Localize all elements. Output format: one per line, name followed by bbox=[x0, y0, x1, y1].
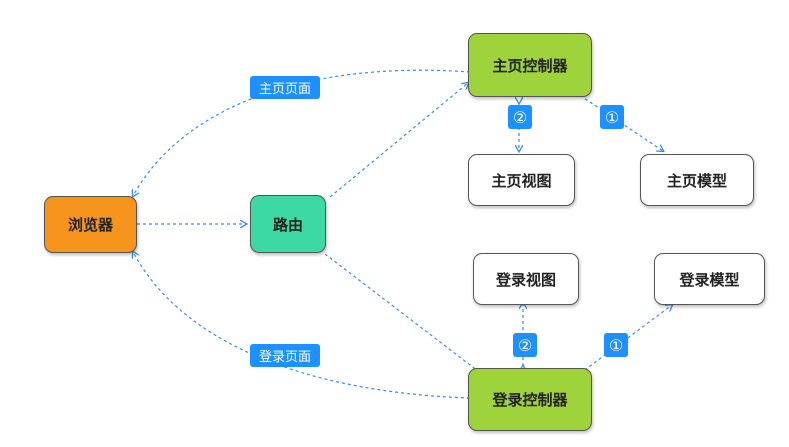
home-model-node: 主页模型 bbox=[640, 154, 754, 206]
login-view-node: 登录视图 bbox=[473, 253, 579, 305]
home-step-2-badge: ② bbox=[508, 105, 532, 129]
home-controller-node: 主页控制器 bbox=[468, 33, 592, 97]
home-step-1-badge: ① bbox=[600, 105, 624, 129]
login-step-1-badge: ① bbox=[604, 333, 628, 357]
login-step-2-badge: ② bbox=[513, 333, 537, 357]
edge-login-controller-to-browser bbox=[133, 252, 471, 399]
edge-router-to-login-controller bbox=[324, 253, 491, 381]
login-model-node: 登录模型 bbox=[654, 253, 765, 305]
router-node: 路由 bbox=[250, 195, 326, 253]
edge-router-to-home-controller bbox=[329, 83, 468, 198]
home-view-node: 主页视图 bbox=[468, 154, 575, 206]
login-page-label: 登录页面 bbox=[250, 344, 320, 367]
login-controller-node: 登录控制器 bbox=[468, 368, 592, 431]
browser-node: 浏览器 bbox=[44, 196, 137, 253]
home-page-label: 主页页面 bbox=[250, 76, 320, 99]
